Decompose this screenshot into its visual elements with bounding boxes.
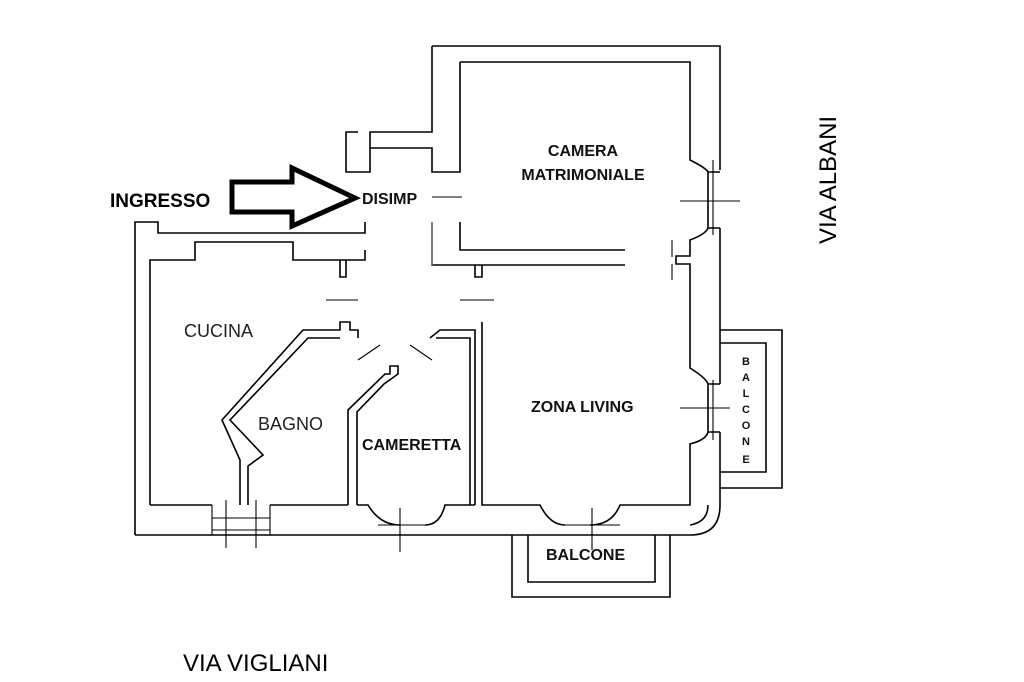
cameretta-north-wall [429,329,476,505]
label-hall: DISIMP [362,191,417,208]
label-entrance: INGRESSO [110,191,210,212]
street-east: VIA ALBANI [815,116,842,244]
outer-wall-north-left [345,46,433,173]
label-master-bedroom-2: MATRIMONIALE [521,167,645,184]
kitchen-door-jamb [339,260,347,278]
window-east-upper [707,171,720,229]
balcony-letter: L [743,388,750,400]
balcony-letter: C [742,404,750,416]
arrow-right-icon [229,164,361,230]
cameretta-south [357,504,475,526]
balcony-south [511,535,671,598]
door-marks [211,160,740,552]
label-small-bedroom: CAMERETTA [362,437,462,454]
walls [134,45,721,536]
kitchen-north-wall [149,241,366,505]
street-south: VIA VIGLIANI [183,650,328,677]
inner-wall-bedroom-top [460,61,709,526]
balcony-letter: B [742,356,750,368]
balcony-letter: E [742,454,749,466]
balcony-letter: A [742,372,750,384]
label-balcony-side: B A L C O N E [742,356,751,466]
label-living-area: ZONA LIVING [531,399,634,416]
bathroom-west-wall [221,321,359,505]
label-bathroom: BAGNO [258,414,323,434]
label-kitchen: CUCINA [184,321,253,341]
balcony-letter: N [742,436,750,448]
corner-detail [689,504,709,526]
bathroom-west-wall-inner [228,337,340,505]
balcony-letter: O [742,420,751,432]
outer-wall-west [134,221,366,535]
hall-door-jamb [474,265,483,278]
outer-wall-east [135,45,721,536]
bedroom-partition [431,222,625,266]
label-master-bedroom-1: CAMERA [548,143,619,160]
balcony-east [720,329,783,489]
inner-wall-bedroom-left [370,62,461,173]
label-balcony-bottom: BALCONE [546,547,625,564]
bathroom-east-wall [347,365,399,505]
